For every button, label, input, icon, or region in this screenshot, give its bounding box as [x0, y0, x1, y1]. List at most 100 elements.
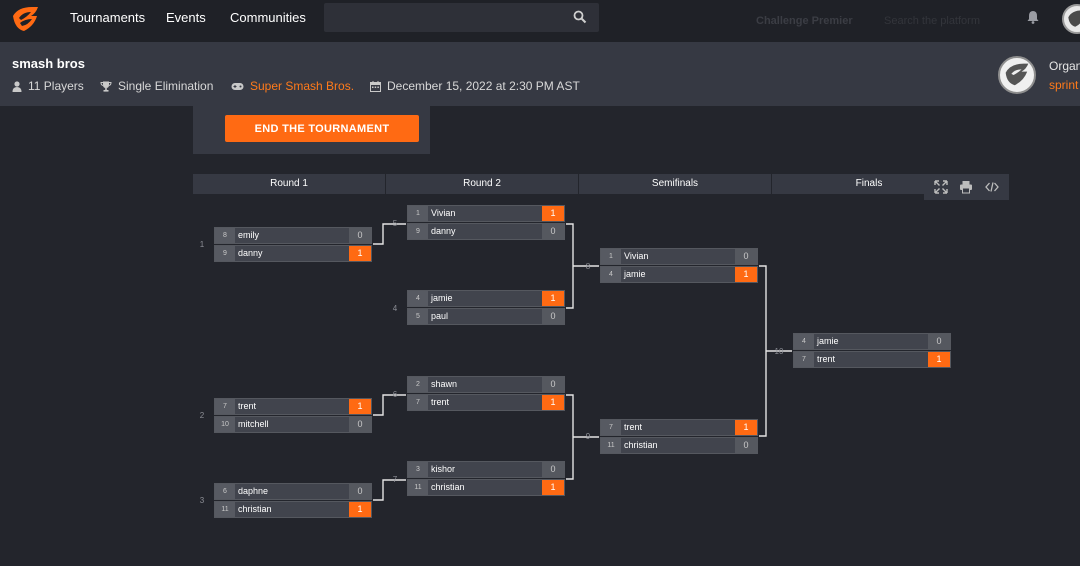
match-number: 6: [392, 390, 398, 399]
player-score: 0: [542, 309, 564, 324]
player-name: jamie: [624, 269, 646, 279]
seed-number: 11: [601, 438, 621, 453]
match-number: 1: [199, 240, 205, 249]
player-name: christian: [624, 440, 658, 450]
match-number: 7: [392, 475, 398, 484]
seed-number: 7: [215, 399, 235, 414]
round-header-finals: Finals: [772, 174, 966, 194]
top-nav: Tournaments Events Communities Challenge…: [0, 0, 1080, 42]
tournament-header: smash bros 11 Players Single Elimination…: [0, 42, 1080, 106]
organizer-logo-icon: [1005, 63, 1029, 86]
player-score: 0: [542, 462, 564, 477]
seed-number: 1: [601, 249, 621, 264]
player-name: trent: [431, 397, 450, 407]
calendar-icon: [370, 80, 381, 92]
player-name: jamie: [431, 293, 453, 303]
player-score: 1: [349, 399, 371, 414]
end-tournament-panel: END THE TOURNAMENT: [193, 106, 430, 154]
player-score: 1: [349, 502, 371, 517]
player-score: 0: [735, 249, 757, 264]
seed-number: 10: [215, 417, 235, 432]
match-number: 9: [585, 432, 591, 441]
player-score: 0: [349, 417, 371, 432]
nav-events[interactable]: Events: [166, 10, 206, 25]
seed-number: 4: [601, 267, 621, 282]
organizer-name[interactable]: sprint: [1049, 78, 1079, 92]
seed-number: 11: [215, 502, 235, 517]
player-name: daphne: [238, 486, 269, 496]
seed-number: 3: [408, 462, 428, 477]
end-tournament-button[interactable]: END THE TOURNAMENT: [225, 115, 419, 142]
player-name: trent: [624, 422, 643, 432]
seed-number: 4: [408, 291, 428, 306]
search-input[interactable]: [324, 3, 599, 32]
player-score: 1: [349, 246, 371, 261]
player-score: 1: [928, 352, 950, 367]
player-score: 1: [735, 267, 757, 282]
match-number: 8: [585, 262, 591, 271]
seed-number: 11: [408, 480, 428, 495]
challenge-premier-link[interactable]: Challenge Premier: [756, 15, 853, 27]
player-score: 1: [542, 291, 564, 306]
player-score: 0: [928, 334, 950, 349]
trophy-icon: [100, 81, 112, 92]
game-link[interactable]: Super Smash Bros.: [231, 79, 354, 93]
nav-tournaments[interactable]: Tournaments: [70, 10, 146, 25]
print-icon[interactable]: [959, 180, 973, 194]
player-score: 0: [349, 484, 371, 499]
gamepad-icon: [231, 82, 244, 90]
player-name: danny: [431, 226, 456, 236]
seed-number: 7: [794, 352, 814, 367]
tournament-format: Single Elimination: [100, 79, 213, 93]
player-name: Vivian: [624, 251, 649, 261]
seed-number: 9: [215, 246, 235, 261]
match-number: 5: [392, 219, 398, 228]
player-score: 0: [542, 224, 564, 239]
seed-number: 4: [794, 334, 814, 349]
seed-number: 2: [408, 377, 428, 392]
player-name: jamie: [817, 336, 839, 346]
player-score: 1: [542, 395, 564, 410]
players-count: 11 Players: [12, 79, 84, 93]
bracket-toolbar: [924, 174, 1009, 200]
bell-icon[interactable]: [1026, 10, 1040, 24]
player-name: Vivian: [431, 208, 456, 218]
player-name: trent: [238, 401, 257, 411]
match-number: 2: [199, 411, 205, 420]
site-logo-icon[interactable]: [10, 4, 40, 34]
organizer-avatar[interactable]: [998, 56, 1036, 94]
player-score: 0: [349, 228, 371, 243]
player-name: shawn: [431, 379, 458, 389]
fullscreen-icon[interactable]: [934, 180, 948, 194]
user-avatar[interactable]: [1062, 4, 1080, 34]
organizer-label: Organ: [1049, 59, 1080, 73]
faded-search-hint: Search the platform: [884, 15, 980, 27]
nav-communities[interactable]: Communities: [230, 10, 306, 25]
player-name: mitchell: [238, 419, 269, 429]
player-score: 1: [735, 420, 757, 435]
round-header-1: Round 1: [193, 174, 385, 194]
search-icon[interactable]: [573, 10, 587, 24]
embed-code-icon[interactable]: [985, 180, 999, 194]
